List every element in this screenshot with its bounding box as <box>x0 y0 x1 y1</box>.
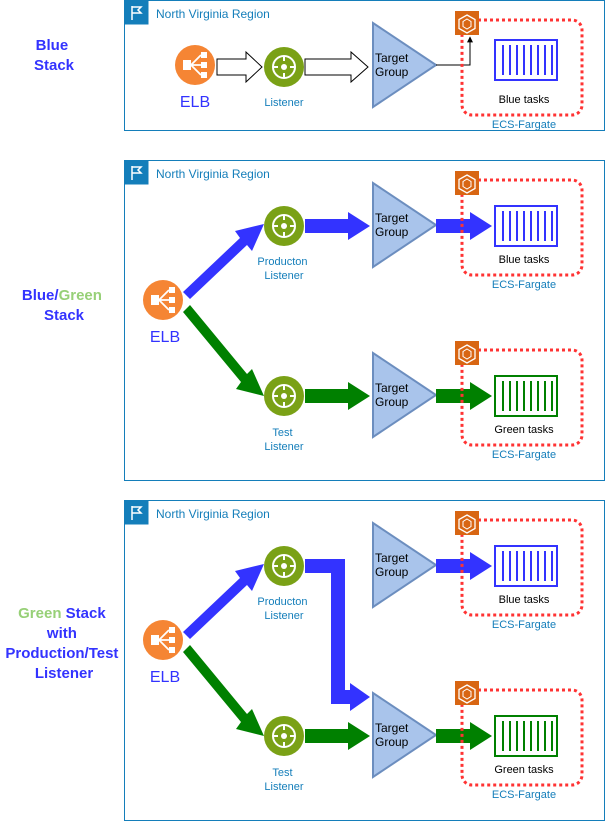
ecs-label: ECS-Fargate <box>492 789 556 801</box>
production-listener-label: Producton Listener <box>257 256 310 282</box>
fargate-icon <box>455 511 479 535</box>
region-label: North Virginia Region <box>156 167 270 181</box>
target-group-triangle <box>372 691 438 779</box>
tasks-label: Green tasks <box>494 764 554 776</box>
test-listener-label: Test Listener <box>264 767 303 793</box>
section-blue-green-stack: Blue/Green Stack North Virginia Region E… <box>22 160 605 481</box>
tasks-label: Blue tasks <box>499 94 550 106</box>
elb-label: ELB <box>150 329 180 346</box>
task-container-icon <box>494 715 558 757</box>
ecs-label: ECS-Fargate <box>492 279 556 291</box>
green-arrow-elb-to-test-listener <box>183 645 264 736</box>
fargate-icon <box>455 341 479 365</box>
blue-arrow-listener-to-target <box>305 212 370 240</box>
blue-arrow-elb-to-production-listener <box>183 224 264 299</box>
ecs-label: ECS-Fargate <box>492 449 556 461</box>
section-title: Green Stack with Production/Test Listene… <box>5 605 122 682</box>
target-group-triangle <box>372 181 438 269</box>
listener-label: Listener <box>264 97 303 109</box>
region-label: North Virginia Region <box>156 507 270 521</box>
region-flag-icon <box>124 160 149 185</box>
section-green-stack-production-test: Green Stack with Production/Test Listene… <box>5 500 605 821</box>
blue-arrow-target-to-tasks <box>436 212 492 240</box>
elb-icon <box>143 620 183 660</box>
section-blue-stack: Blue Stack North Virginia Region ELB Lis… <box>34 0 605 131</box>
hollow-arrow-elb-to-listener <box>216 50 263 84</box>
section-title: Blue Stack <box>34 37 75 74</box>
target-group-triangle <box>372 21 438 109</box>
green-arrow-target-to-tasks <box>436 722 492 750</box>
ecs-fargate-box <box>460 518 584 617</box>
elb-icon <box>143 280 183 320</box>
ecs-fargate-box <box>460 18 584 117</box>
tasks-label: Blue tasks <box>499 594 550 606</box>
region-flag-icon <box>124 500 149 525</box>
listener-icon <box>264 716 304 756</box>
production-listener-label: Producton Listener <box>257 596 310 622</box>
listener-icon <box>264 47 304 87</box>
blue-arrow-elb-to-production-listener <box>183 564 264 639</box>
task-container-icon <box>494 375 558 417</box>
green-arrow-listener-to-target <box>305 382 370 410</box>
elb-label: ELB <box>180 94 210 111</box>
target-group-triangle <box>372 351 438 439</box>
green-arrow-test-listener-to-target <box>305 722 370 750</box>
target-group-triangle <box>372 521 438 609</box>
target-group-label: Target Group <box>375 551 412 579</box>
tasks-label: Green tasks <box>494 424 554 436</box>
elb-label: ELB <box>150 669 180 686</box>
target-group-label: Target Group <box>375 211 412 239</box>
tasks-label: Blue tasks <box>499 254 550 266</box>
section-title: Blue/Green Stack <box>22 287 106 324</box>
target-group-label: Target Group <box>375 721 412 749</box>
ecs-fargate-box <box>460 688 584 787</box>
listener-icon <box>264 376 304 416</box>
blue-arrow-production-listener-to-green-target <box>305 559 370 711</box>
fargate-icon <box>455 171 479 195</box>
test-listener-label: Test Listener <box>264 427 303 453</box>
connector-target-to-ecs <box>436 36 473 66</box>
region-flag-icon <box>124 0 149 25</box>
green-arrow-target-to-tasks <box>436 382 492 410</box>
ecs-label: ECS-Fargate <box>492 119 556 131</box>
ecs-fargate-box <box>460 178 584 277</box>
ecs-fargate-box <box>460 348 584 447</box>
fargate-icon <box>455 11 479 35</box>
task-container-icon <box>494 545 558 587</box>
blue-arrow-target-to-tasks <box>436 552 492 580</box>
green-arrow-elb-to-test-listener <box>183 305 264 396</box>
ecs-label: ECS-Fargate <box>492 619 556 631</box>
listener-icon <box>264 206 304 246</box>
listener-icon <box>264 546 304 586</box>
target-group-label: Target Group <box>375 381 412 409</box>
target-group-label: Target Group <box>375 51 412 79</box>
region-label: North Virginia Region <box>156 7 270 21</box>
fargate-icon <box>455 681 479 705</box>
elb-icon <box>175 45 215 85</box>
task-container-icon <box>494 205 558 247</box>
task-container-icon <box>494 39 558 81</box>
hollow-arrow-listener-to-target <box>304 50 369 84</box>
